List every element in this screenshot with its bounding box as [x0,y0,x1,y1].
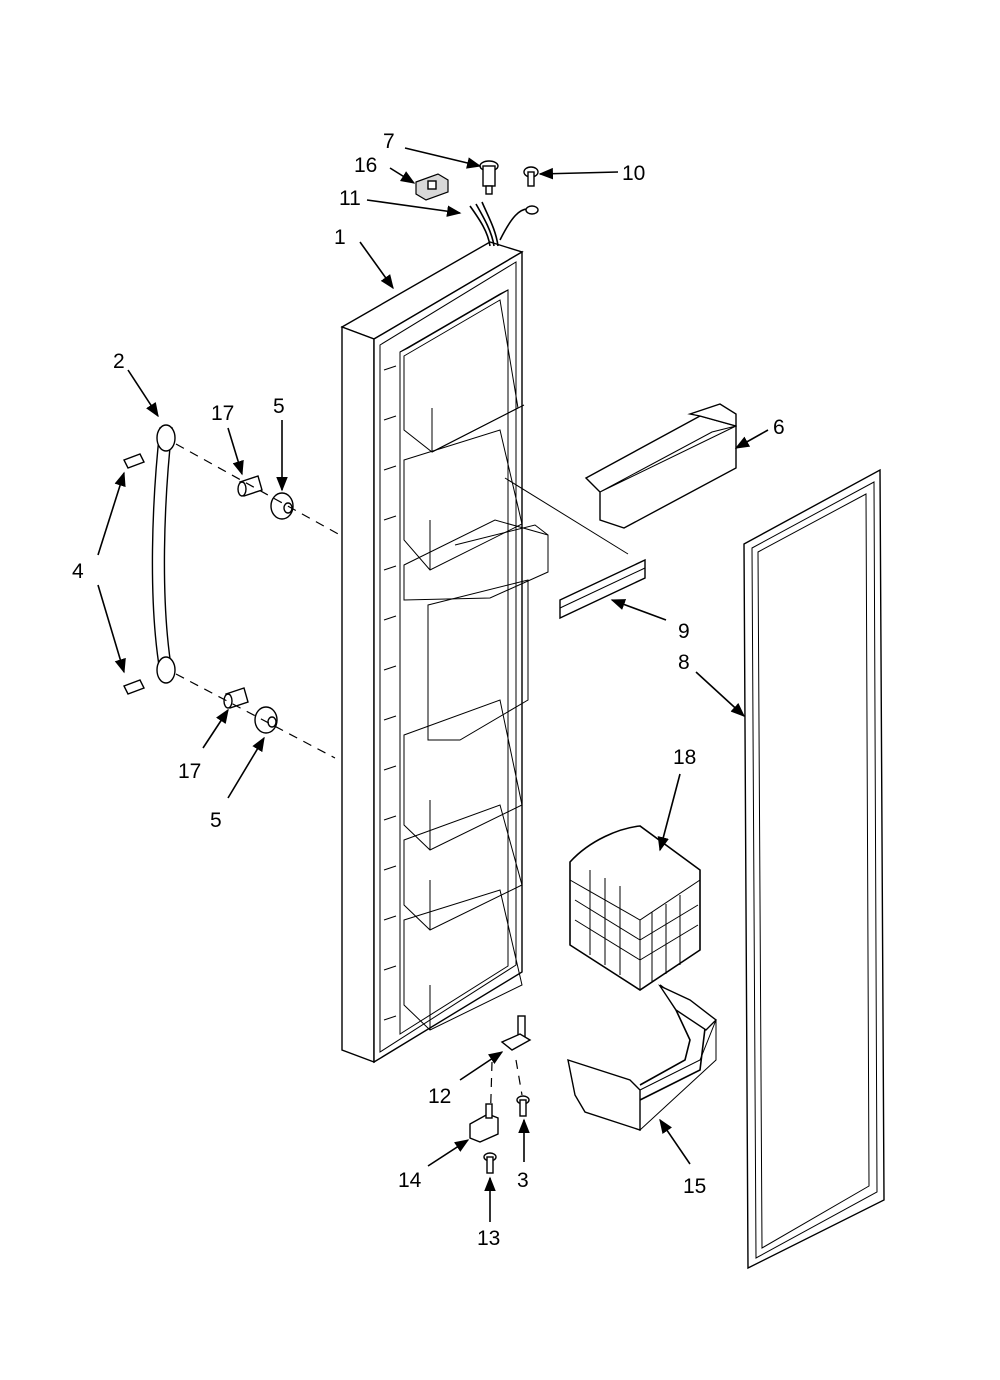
screw-3 [516,1095,530,1117]
wire-basket-18 [569,825,701,991]
trim-strip-9 [504,477,646,620]
callout-5-bottom: 5 [210,809,222,832]
callout-10: 10 [622,162,645,185]
callout-9: 9 [678,620,690,643]
connector-16 [415,173,449,201]
callout-3: 3 [517,1169,529,1192]
hinge-bracket-14 [469,1103,499,1143]
callout-labels: 1 2 3 4 5 5 6 7 8 9 10 11 12 13 14 15 16… [72,130,785,1250]
callout-15: 15 [683,1175,706,1198]
screw-13 [483,1152,497,1174]
callout-13: 13 [477,1227,500,1250]
hinge-12 [500,1015,532,1051]
door-handle-2 [151,424,176,684]
screw-4-top [123,453,145,469]
screw-4-bottom [123,679,145,695]
door-bin-6 [584,403,737,529]
callout-11: 11 [339,187,361,210]
callout-18: 18 [673,746,696,769]
callout-4: 4 [72,560,84,583]
leader-arrows [97,147,769,1222]
callout-17-top: 17 [211,402,234,425]
screw-17-bottom [223,687,249,709]
spacer-5-bottom [254,706,278,734]
screw-17-top [237,475,263,497]
callout-6: 6 [773,416,785,439]
callout-16: 16 [354,154,377,177]
door-gasket-8 [743,468,885,1270]
callout-1: 1 [334,226,346,249]
callout-17-bottom: 17 [178,760,201,783]
door-bin-15 [567,984,718,1132]
callout-7: 7 [383,130,395,153]
callout-8: 8 [678,651,690,674]
callout-5-top: 5 [273,395,285,418]
callout-12: 12 [428,1085,451,1108]
callout-2: 2 [113,350,125,373]
door-panel [340,241,549,1064]
wire-harness-11 [469,201,539,247]
screw-10 [523,166,539,187]
hinge-pin-7 [479,160,499,195]
spacer-5-top [270,492,294,520]
callout-14: 14 [398,1169,422,1192]
